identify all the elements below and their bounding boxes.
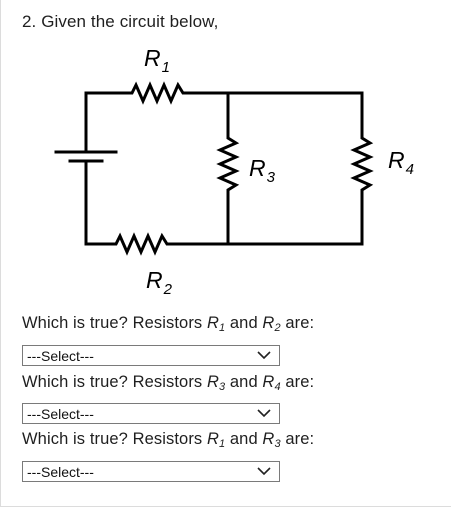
prompt-r1-r3: Which is true? Resistors R1 and R3 are:: [22, 430, 315, 450]
label-r4: R4: [388, 147, 414, 178]
prompt-r1-r2: Which is true? Resistors R1 and R2 are:: [22, 314, 315, 334]
label-r2: R2: [146, 267, 173, 298]
select-r1-r3[interactable]: ---Select---: [22, 461, 280, 482]
select-r3-r4[interactable]: ---Select---: [22, 403, 280, 424]
select-value: ---Select---: [27, 406, 94, 422]
question-title: 2. Given the circuit below,: [22, 12, 219, 31]
label-r1: R1: [144, 45, 170, 76]
chevron-down-icon: [257, 409, 271, 418]
prompt-r3-r4: Which is true? Resistors R3 and R4 are:: [22, 373, 315, 393]
select-value: ---Select---: [27, 348, 94, 364]
resistor-r2: [84, 232, 364, 256]
label-r3: R3: [249, 155, 276, 186]
chevron-down-icon: [257, 467, 271, 476]
resistor-r4: [350, 91, 374, 246]
select-value: ---Select---: [27, 464, 94, 480]
resistor-r1: [84, 81, 364, 112]
select-r1-r2[interactable]: ---Select---: [22, 345, 280, 366]
circuit-diagram: R1 R3 R4 R2: [54, 45, 414, 298]
resistor-r3: [216, 91, 240, 246]
chevron-down-icon: [257, 351, 271, 360]
